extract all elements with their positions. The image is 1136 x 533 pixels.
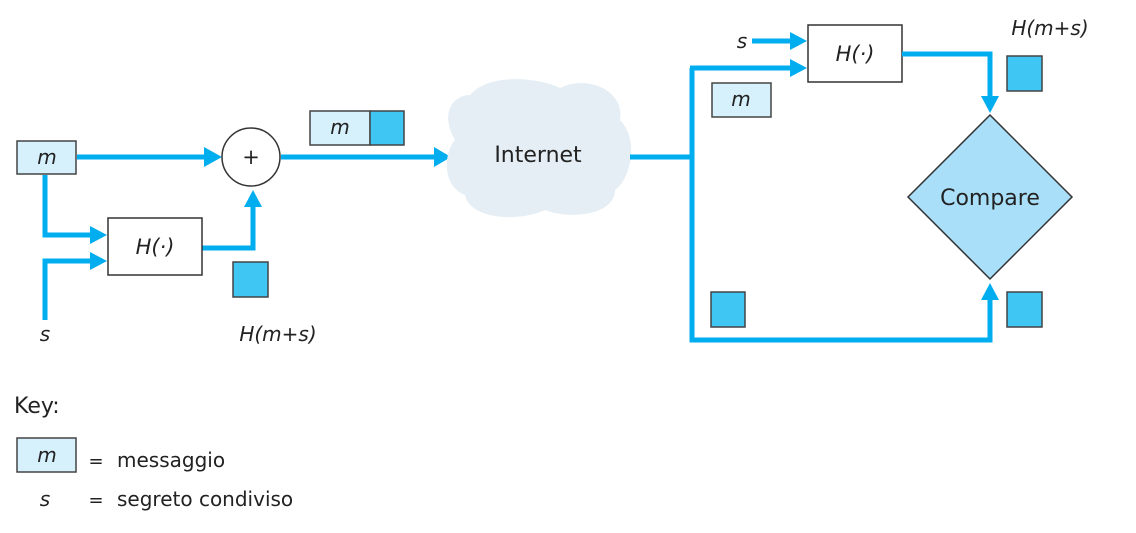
arrowhead — [244, 190, 262, 207]
legend-message-box — [16, 437, 77, 473]
combiner-circle — [221, 127, 281, 187]
receiver-hash-box — [807, 24, 903, 83]
internet-label: Internet — [494, 143, 582, 168]
sender-section: m H(·) + H(m+s) s m — [16, 110, 451, 346]
sender-hash-square — [232, 261, 269, 298]
flow-trunk — [689, 68, 993, 343]
cloud-shape — [446, 79, 632, 218]
legend-equals: = — [88, 490, 103, 511]
arrowhead — [790, 32, 807, 50]
receiver-hash-label: H(·) — [836, 42, 875, 66]
legend-secret-meaning: segreto condiviso — [117, 487, 293, 511]
arrowhead — [981, 283, 999, 300]
combiner-plus-icon: + — [242, 145, 260, 169]
receiver-hash-output-label: H(m+s) — [1011, 16, 1088, 40]
receiver-message-label: m — [731, 87, 750, 111]
sender-message-label: m — [37, 145, 56, 169]
sender-hash-output-label: H(m+s) — [239, 322, 316, 346]
arrowhead — [790, 59, 807, 77]
legend: Key: m = messaggio s = segreto condiviso — [14, 394, 293, 511]
receiver-message-box — [711, 82, 772, 118]
compare-diamond — [906, 113, 1074, 281]
flow-hash-to-combiner — [202, 205, 256, 251]
legend-message-meaning: messaggio — [117, 448, 225, 472]
receiver-secret-label: s — [737, 29, 747, 53]
sender-hash-label: H(·) — [136, 235, 175, 259]
legend-message-symbol: m — [37, 443, 56, 467]
receiver-computed-hash-square — [1006, 55, 1043, 92]
flow-secret-to-hash — [42, 258, 92, 320]
packet-hash-square — [369, 110, 405, 146]
packet-message-label: m — [330, 115, 349, 139]
arrowhead — [90, 252, 107, 270]
flow-hash-to-compare — [902, 51, 993, 97]
arrowhead — [204, 147, 222, 167]
legend-secret-symbol: s — [40, 487, 50, 511]
compare-label: Compare — [940, 186, 1040, 211]
legend-title: Key: — [14, 394, 60, 419]
sender-secret-label: s — [40, 322, 50, 346]
received-hash-square — [710, 291, 746, 328]
internet-cloud: Internet — [446, 79, 632, 218]
arrowhead — [90, 226, 107, 244]
received-hash-square-right — [1006, 291, 1043, 328]
arrowhead — [981, 96, 999, 113]
sender-hash-box — [107, 217, 203, 276]
sender-message-box — [16, 140, 77, 175]
receiver-section: s H(·) m H(m+s) Compare — [630, 16, 1089, 343]
flow-message-to-hash — [42, 175, 92, 238]
arrowhead — [434, 147, 451, 167]
legend-equals: = — [88, 451, 103, 472]
